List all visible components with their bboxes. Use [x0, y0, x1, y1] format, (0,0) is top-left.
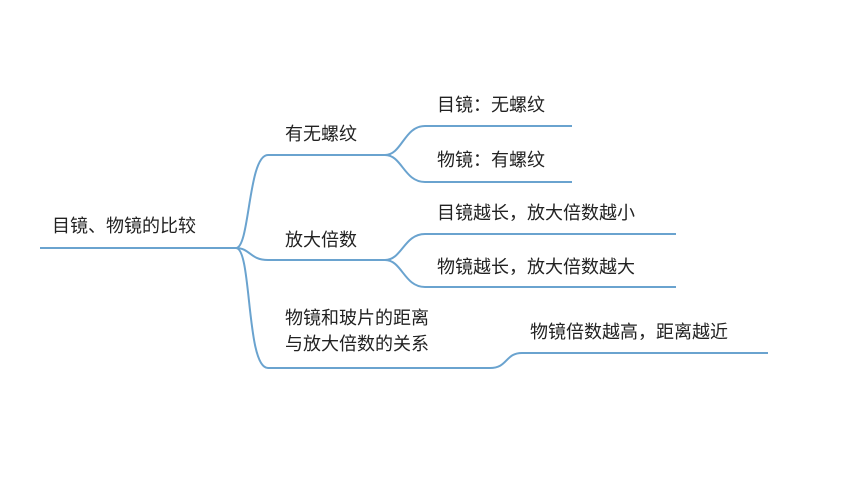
branch-magnification: 放大倍数: [285, 230, 357, 251]
connector-root-branch-2: [235, 247, 385, 261]
leaf-objective-thread: 物镜：有螺纹: [437, 150, 545, 171]
connector-branch-1-child-1: [384, 125, 572, 156]
leaf-eyepiece-thread: 目镜：无螺纹: [437, 95, 545, 116]
connector-root-branch-3: [235, 247, 490, 369]
connector-branch-2-child-1: [384, 233, 676, 261]
leaf-objective-magnification: 物镜越长，放大倍数越大: [437, 257, 635, 278]
connector-branch-1-child-2: [384, 154, 572, 183]
branch-distance-relation-line-2: 与放大倍数的关系: [285, 334, 429, 355]
connector-branch-2-child-2: [384, 259, 676, 288]
leaf-distance-relation: 物镜倍数越高，距离越近: [530, 322, 728, 343]
leaf-eyepiece-magnification: 目镜越长，放大倍数越小: [437, 203, 635, 224]
connector-root-branch-1: [235, 154, 385, 249]
branch-distance-relation: 物镜和玻片的距离 与放大倍数的关系: [285, 306, 429, 358]
branch-screw-thread: 有无螺纹: [285, 124, 357, 145]
branch-distance-relation-line-1: 物镜和玻片的距离: [285, 308, 429, 329]
connector-branch-3-child-1: [489, 352, 768, 369]
root-topic: 目镜、物镜的比较: [52, 216, 196, 237]
